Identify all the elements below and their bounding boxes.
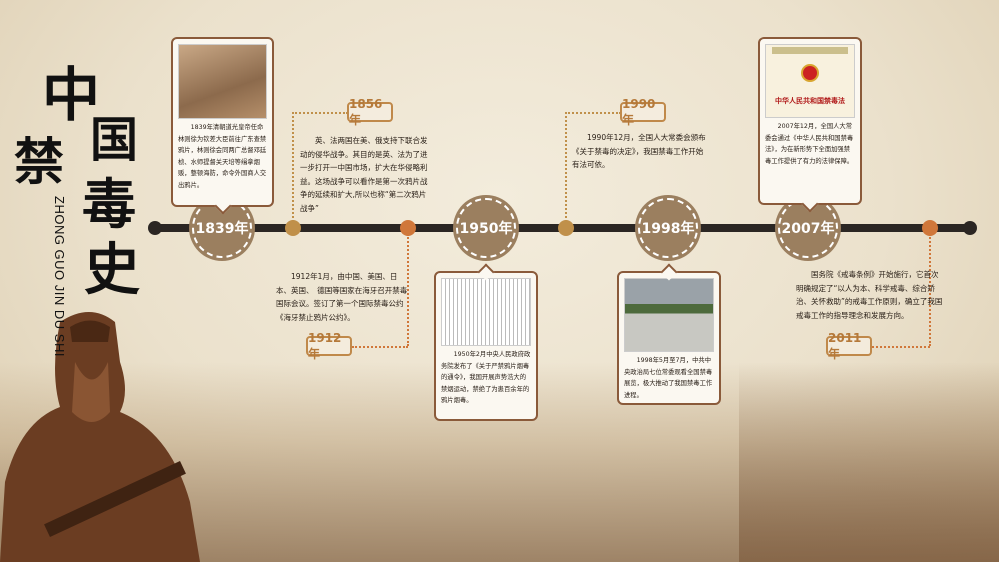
title-char-zhong: 中 bbox=[42, 61, 101, 129]
event-card-2007: 中华人民共和国禁毒法 2007年12月，全国人大常委会通过《中华人民共和国禁毒法… bbox=[758, 37, 862, 213]
newspaper-photo bbox=[441, 278, 531, 346]
year-circle-1998: 1998年 bbox=[638, 198, 698, 258]
connector-1912 bbox=[407, 234, 409, 346]
marker-1856 bbox=[285, 220, 301, 236]
title-char-jin: 禁 bbox=[14, 132, 64, 191]
year-label-1990: 1990年 bbox=[620, 97, 666, 127]
lin-zexu-statue bbox=[0, 312, 200, 562]
year-label-2011: 2011年 bbox=[826, 331, 872, 361]
event-card-1839: 1839年清朝道光皇帝任命林则徐为钦差大臣前往广东查禁鸦片，林则徐会同两广总督邓… bbox=[171, 37, 274, 215]
connector-2011 bbox=[929, 234, 931, 346]
event-text-1990: 1990年12月，全国人大常委会颁布《关于禁毒的决定》，我国禁毒工作开始有法可依… bbox=[572, 133, 706, 169]
title-char-shi: 史 bbox=[84, 237, 140, 303]
marker-1990 bbox=[558, 220, 574, 236]
year-circle-1950: 1950年 bbox=[456, 198, 516, 258]
year-label-1912: 1912年 bbox=[306, 331, 352, 361]
connector-1856-h bbox=[292, 112, 348, 114]
title-pinyin: ZHONG GUO JIN DU SHI bbox=[52, 196, 67, 357]
year-circle-1839: 1839年 bbox=[192, 198, 252, 258]
national-emblem-icon bbox=[801, 64, 819, 82]
opium-destruction-photo bbox=[178, 44, 267, 119]
event-text-1998: 1998年5月至7月，中共中央政治局七位常委观看全国禁毒展览，极大推动了我国禁毒… bbox=[624, 357, 713, 399]
marker-1912 bbox=[400, 220, 416, 236]
qing-officials-scene bbox=[739, 362, 999, 562]
timeline-end-dot bbox=[963, 221, 977, 235]
connector-2011-h bbox=[872, 346, 930, 348]
timeline-start-dot bbox=[148, 221, 162, 235]
event-text-1839: 1839年清朝道光皇帝任命林则徐为钦差大臣前往广东查禁鸦片，林则徐会同两广总督邓… bbox=[178, 124, 267, 189]
marker-2011 bbox=[922, 220, 938, 236]
event-text-1950: 1950年2月中央人民政府政务院发布了《关于严禁鸦片烟毒的通令》，我国开展声势浩… bbox=[441, 351, 531, 404]
law-book-cover: 中华人民共和国禁毒法 bbox=[765, 44, 855, 118]
title-char-du: 毒 bbox=[82, 172, 136, 236]
title-char-guo: 国 bbox=[90, 112, 139, 168]
pinyin-line-2: JIN DU SHI bbox=[52, 284, 67, 357]
law-title: 中华人民共和国禁毒法 bbox=[775, 96, 845, 105]
event-card-1998: 1998年5月至7月，中共中央政治局七位常委观看全国禁毒展览，极大推动了我国禁毒… bbox=[617, 263, 721, 405]
connector-1912-h bbox=[352, 346, 408, 348]
connector-1990-h bbox=[565, 112, 621, 114]
event-text-2011: 国务院《戒毒条例》开始施行，它首次明确规定了“以人为本、科学戒毒、综合矫治、关怀… bbox=[796, 270, 943, 320]
pinyin-line-1: ZHONG GUO bbox=[52, 196, 67, 281]
event-text-1856: 英、法两国在美、俄支持下联合发动的侵华战争。其目的是英、法为了进一步打开一中国市… bbox=[300, 136, 428, 213]
event-text-2007: 2007年12月，全国人大常委会通过《中华人民共和国禁毒法》，为在新形势下全面加… bbox=[765, 123, 854, 165]
event-card-1950: 1950年2月中央人民政府政务院发布了《关于严禁鸦片烟毒的通令》，我国开展声势浩… bbox=[434, 263, 538, 421]
exhibition-square-photo bbox=[624, 278, 714, 352]
connector-1856 bbox=[292, 112, 294, 222]
year-label-1856: 1856年 bbox=[347, 97, 393, 127]
connector-1990 bbox=[565, 112, 567, 222]
event-text-1912: 1912年1月，由中国、美国、日本、英国、 德国等国家在海牙召开禁毒国际会议。签… bbox=[276, 272, 408, 322]
